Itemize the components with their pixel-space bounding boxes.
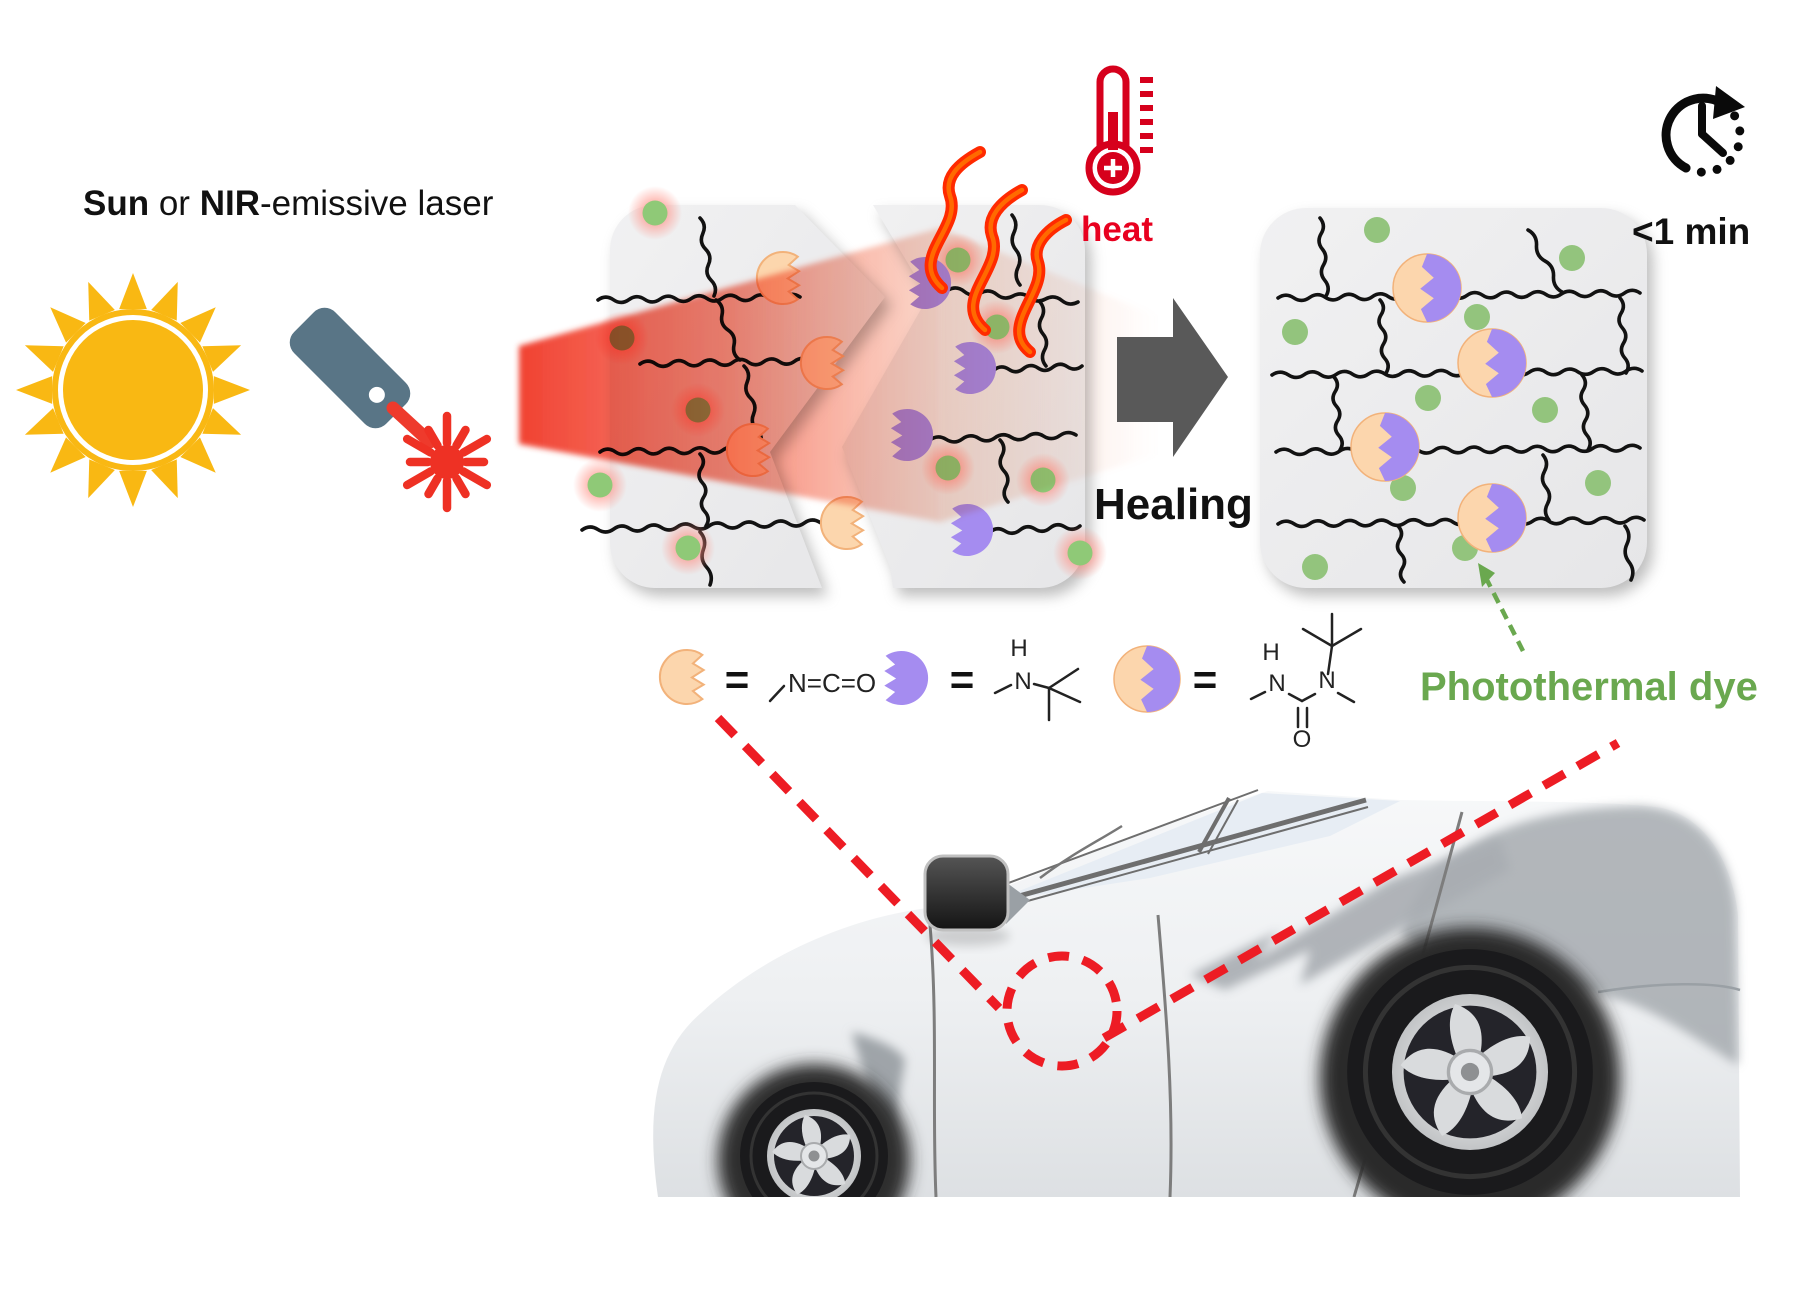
svg-text:N: N [1014, 668, 1031, 695]
timer-clock-icon [1661, 86, 1745, 177]
svg-text:H: H [1010, 635, 1027, 662]
photothermal-dye-label: Photothermal dye [1420, 665, 1758, 709]
svg-text:H: H [1262, 639, 1279, 666]
legend: = = = N=C=O H N H N N O [658, 612, 1363, 753]
car-illustration [653, 789, 1741, 1197]
laser-beam [519, 228, 940, 522]
equals-1: = [725, 656, 750, 703]
healed-panel-bg [1260, 208, 1647, 588]
time-label: <1 min [1632, 211, 1750, 252]
car-rear-crease [1597, 982, 1741, 994]
equals-3: = [1193, 656, 1218, 703]
car-wiper-line [1039, 824, 1123, 879]
car-sill-line [964, 797, 1367, 914]
damage-spot-circle [1002, 951, 1122, 1071]
car-front-door-seam [1156, 914, 1173, 1197]
thermometer-icon [1085, 65, 1153, 196]
callout-line-left [714, 714, 1003, 1012]
heat-label: heat [1081, 210, 1153, 249]
side-mirror [923, 854, 1010, 932]
car-door-reflection-swoosh [1190, 838, 1510, 990]
equals-2: = [950, 656, 975, 703]
callout-line-right [1101, 739, 1621, 1042]
mirror-arm [1003, 880, 1030, 924]
healed-network-panel [1260, 208, 1647, 588]
isocyanate-formula: N=C=O [788, 668, 876, 698]
dye-pointer-arrow [1478, 563, 1526, 653]
svg-text:N: N [1318, 667, 1335, 694]
damage-callout [714, 714, 1621, 1071]
healed-urea-linkages [1350, 253, 1527, 553]
car-b-pillar [1197, 797, 1231, 853]
svg-text:O: O [1293, 726, 1312, 753]
urea-structure: H N N O [1249, 612, 1363, 753]
healing-label: Healing [1094, 480, 1253, 529]
heat-waves-icon [924, 146, 1072, 358]
front-wheel [738, 1080, 890, 1197]
car-b-pillar2 [1207, 799, 1239, 855]
laser-starburst-icon [402, 411, 492, 513]
rear-wheel [1347, 949, 1593, 1195]
isocyanate-structure: N=C=O [768, 668, 876, 703]
car-fender-seam [928, 924, 938, 1197]
car-sill-line2 [965, 806, 1369, 919]
svg-text:N: N [1268, 670, 1285, 697]
legend-icons [658, 645, 1181, 713]
healed-dye-dots [1282, 217, 1611, 580]
laser-pointer-icon [289, 307, 492, 513]
title-text: Sun or NIR-emissive laser [83, 184, 494, 223]
sun-icon [16, 273, 250, 507]
amine-structure: H N [993, 635, 1082, 722]
laser-beam-fade [940, 228, 1158, 522]
healing-arrow-icon [1117, 298, 1228, 457]
